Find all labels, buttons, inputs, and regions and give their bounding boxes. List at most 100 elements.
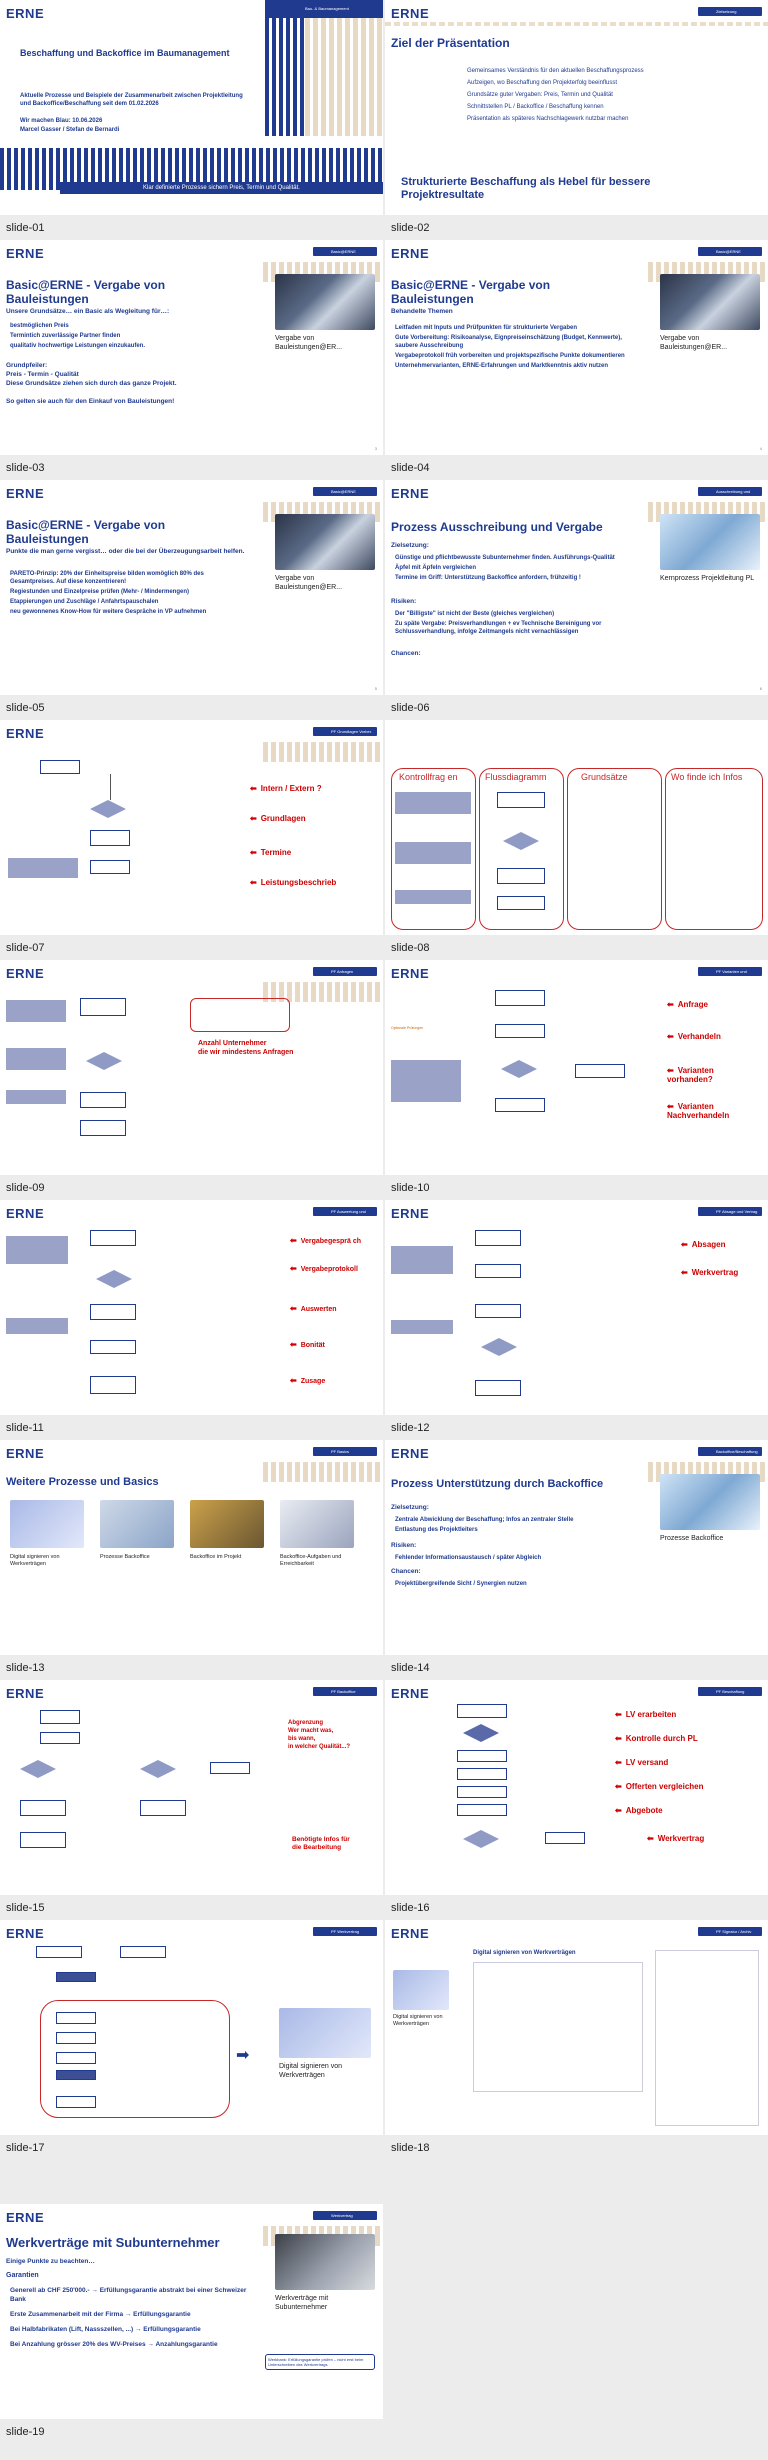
callout-label: Bonität bbox=[290, 1340, 325, 1349]
card-title[interactable]: Digital signieren von Werkverträgen bbox=[393, 2014, 443, 2027]
flow-box bbox=[20, 1800, 66, 1816]
card-title[interactable]: Werkverträge mit Subunternehmer bbox=[275, 2295, 329, 2311]
bullet-list: Projektübergreifende Sicht / Synergien n… bbox=[395, 1580, 635, 1590]
slide-13[interactable]: ERNE PF Basics Weitere Prozesse und Basi… bbox=[0, 1440, 383, 1655]
callout-label: Intern / Extern ? bbox=[250, 784, 322, 793]
card-title[interactable]: Vergabe von Bauleistungen@ER... bbox=[660, 335, 728, 351]
callout-label: Anzahl Unternehmer bbox=[198, 1040, 267, 1047]
slide-01[interactable]: ERNE Bau- & Baumanagement Beschaffung un… bbox=[0, 0, 383, 215]
card-title[interactable]: Vergabe von Bauleistungen@ER... bbox=[275, 575, 343, 591]
slide-title: Beschaffung und Backoffice im Baumanagem… bbox=[20, 48, 230, 58]
slide-17[interactable]: ERNE PF Werkvertrag ➡ Digital signieren … bbox=[0, 1920, 383, 2135]
card-title[interactable]: Backoffice im Projekt bbox=[190, 1554, 242, 1560]
flow-box bbox=[495, 990, 545, 1006]
bullet-item: Entlastung des Projektleiters bbox=[395, 1527, 478, 1533]
bullet-item: Etappierungen und Zuschläge / Anfahrtspa… bbox=[10, 599, 159, 605]
slide-caption: slide-19 bbox=[6, 2426, 45, 2438]
thumbnail-office[interactable] bbox=[100, 1500, 174, 1548]
banner: Klar definierte Prozesse sichern Preis, … bbox=[60, 182, 383, 194]
tablet-photo bbox=[279, 2008, 371, 2058]
erne-logo: ERNE bbox=[6, 726, 45, 741]
slide-08[interactable]: Kontrollfrag en Flussdiagramm Grundsätze… bbox=[385, 720, 768, 935]
slide-lead: Unsere Grundsätze… ein Basic als Wegleit… bbox=[6, 308, 170, 315]
callout-label: Leistungsbeschrieb bbox=[250, 878, 337, 887]
slide-11[interactable]: ERNE PF Auswertung und Zuschlag Vergabeg… bbox=[0, 1200, 383, 1415]
slide-19[interactable]: ERNE Werkvertrag Werkverträge mit Subunt… bbox=[0, 2204, 383, 2419]
thumbnail-tablet[interactable] bbox=[10, 1500, 84, 1548]
stripe-deco bbox=[263, 742, 383, 762]
bullet-item: Gute Vorbereitung: Risikoanalyse, Eignpr… bbox=[395, 335, 622, 349]
thumbnail-team[interactable] bbox=[280, 1500, 354, 1548]
section-tag: PF Backoffice bbox=[313, 1687, 377, 1696]
slide-03[interactable]: ERNE Basic@ERNE Basic@ERNE - Vergabe von… bbox=[0, 240, 383, 455]
callout-label: Vergabeprotokoll bbox=[290, 1264, 358, 1273]
card-title[interactable]: Digital signieren von Werkverträgen bbox=[10, 1554, 60, 1567]
slide-title: Ziel der Präsentation bbox=[391, 36, 510, 50]
note-box: Werkbank: Erfüllungsgarantie prüfen – ni… bbox=[265, 2354, 375, 2370]
section-tag: Basic@ERNE bbox=[698, 247, 762, 256]
note-box bbox=[6, 1318, 68, 1334]
slide-caption: slide-12 bbox=[391, 1422, 430, 1434]
bullet-item: qualitativ hochwertige Leistungen einzuk… bbox=[10, 343, 146, 349]
slide-15[interactable]: ERNE PF Backoffice Abgrenzung Wer macht … bbox=[0, 1680, 383, 1895]
flow-box bbox=[90, 830, 130, 846]
slide-caption: slide-06 bbox=[391, 702, 430, 714]
slide-06[interactable]: ERNE Ausschreibung und Vergabe Prozess A… bbox=[385, 480, 768, 695]
card-title[interactable]: Prozesse Backoffice bbox=[100, 1554, 150, 1560]
callout-label: LV erarbeiten bbox=[615, 1710, 677, 1719]
slide-title: Basic@ERNE - Vergabe von Bauleistungen bbox=[6, 518, 166, 546]
card-title[interactable]: Kernprozess Projektleitung PL bbox=[660, 575, 755, 582]
slide-18[interactable]: ERNE PF Signatur / Archiv Digital signie… bbox=[385, 1920, 768, 2135]
slide-09[interactable]: ERNE PF Anfragen Anzahl Unternehmer die … bbox=[0, 960, 383, 1175]
handshake-photo bbox=[660, 274, 760, 330]
section-tag: PF Grundlagen Vorber. bbox=[313, 727, 377, 736]
callout-label: Varianten vorhanden? bbox=[667, 1066, 757, 1084]
flow-box bbox=[56, 2032, 96, 2044]
bullet-item: Zu späte Vergabe: Preisverhandlungen + e… bbox=[395, 621, 602, 635]
office-photo bbox=[660, 1474, 760, 1530]
callout-label: Kontrolle durch PL bbox=[615, 1734, 698, 1743]
flow-box bbox=[90, 1340, 136, 1354]
slide-02[interactable]: ERNE Zielsetzung Ziel der Präsentation G… bbox=[385, 0, 768, 215]
thumbnail-gears[interactable] bbox=[190, 1500, 264, 1548]
stripe-deco bbox=[263, 982, 383, 1002]
slide-10[interactable]: ERNE PF Varianten und Verhandlung Option… bbox=[385, 960, 768, 1175]
flow-decision bbox=[140, 1760, 176, 1778]
flow-box bbox=[80, 998, 126, 1016]
erne-logo: ERNE bbox=[391, 966, 430, 981]
text-line: Diese Grundsätze ziehen sich durch das g… bbox=[6, 380, 177, 387]
card-title[interactable]: Backoffice-Aufgaben und Erreichbarkeit bbox=[280, 1554, 342, 1567]
page-marker: 4 bbox=[759, 446, 762, 451]
bullet-item: Vergabeprotokoll früh vorbereiten und pr… bbox=[395, 353, 625, 359]
flow-box bbox=[56, 2012, 96, 2024]
bullet-item: Bei Anzahlung grösser 20% des WV-Preises… bbox=[10, 2341, 218, 2348]
card-title[interactable]: Digital signieren von Werkverträgen bbox=[279, 2063, 343, 2079]
bullet-list: Gemeinsames Verständnis für den aktuelle… bbox=[467, 66, 757, 126]
slide-14[interactable]: ERNE Backoffice/Beschaffung Prozess Unte… bbox=[385, 1440, 768, 1655]
slide-16[interactable]: ERNE PF Beschaffung LV erarbeiten Kontro… bbox=[385, 1680, 768, 1895]
card-title[interactable]: Prozesse Backoffice bbox=[660, 1535, 724, 1542]
note-box bbox=[395, 842, 471, 864]
bullet-item: Regiestunden und Einzelpreise prüfen (Me… bbox=[10, 589, 190, 595]
flow-decision bbox=[20, 1760, 56, 1778]
bullet-list: Günstige und pflichtbewusste Subunterneh… bbox=[395, 554, 635, 584]
flow-decision bbox=[86, 1052, 122, 1070]
erne-logo: ERNE bbox=[391, 1926, 430, 1941]
slide-caption: slide-02 bbox=[391, 222, 430, 234]
section-tag: PF Beschaffung bbox=[698, 1687, 762, 1696]
text-line: Preis - Termin - Qualität bbox=[6, 371, 79, 378]
slide-07[interactable]: ERNE PF Grundlagen Vorber. Intern / Exte… bbox=[0, 720, 383, 935]
flow-box bbox=[475, 1304, 521, 1318]
slide-caption: slide-15 bbox=[6, 1902, 45, 1914]
slide-12[interactable]: ERNE PF Absage und Vertrag Absagen Werkv… bbox=[385, 1200, 768, 1415]
column-title: Grundsätze bbox=[581, 772, 628, 782]
slide-caption: slide-07 bbox=[6, 942, 45, 954]
bullet-item: Generell ab CHF 250'000.- → Erfüllungsga… bbox=[10, 2287, 247, 2303]
slide-caption: slide-01 bbox=[6, 222, 45, 234]
slide-05[interactable]: ERNE Basic@ERNE Basic@ERNE - Vergabe von… bbox=[0, 480, 383, 695]
card-title[interactable]: Vergabe von Bauleistungen@ER... bbox=[275, 335, 343, 351]
bullet-item: Leitfaden mit Inputs und Prüfpunkten für… bbox=[395, 325, 578, 331]
callout-label: in welcher Qualität...? bbox=[288, 1744, 351, 1750]
section-tag: PF Auswertung und Zuschlag bbox=[313, 1207, 377, 1223]
slide-04[interactable]: ERNE Basic@ERNE Basic@ERNE - Vergabe von… bbox=[385, 240, 768, 455]
